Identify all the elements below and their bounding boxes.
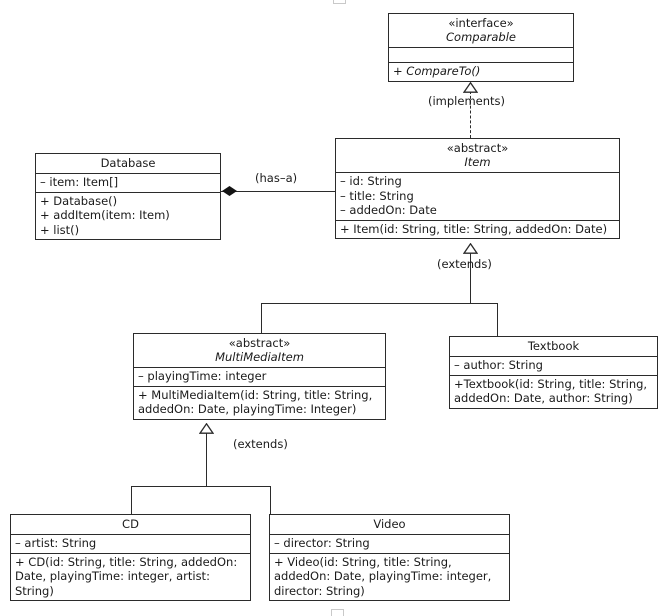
class-box-video[interactable]: Video – director: String + Video(id: Str… [269, 514, 510, 601]
crop-mark-bottom [331, 609, 344, 616]
class-box-multimediaitem[interactable]: «abstract» MultiMediaItem – playingTime:… [133, 333, 386, 420]
class-attribute: – id: String [340, 174, 402, 188]
class-attributes-textbook: – author: String [450, 357, 657, 376]
class-stereotype: «interface» [448, 16, 514, 30]
class-header-textbook: Textbook [450, 337, 657, 357]
class-stereotype: «abstract» [228, 336, 291, 350]
class-name: Video [373, 517, 406, 531]
class-attribute: – playingTime: integer [138, 369, 267, 383]
generalization-stem-item [470, 252, 471, 304]
class-box-database[interactable]: Database – item: Item[] + Database() + a… [35, 153, 221, 240]
class-box-cd[interactable]: CD – artist: String + CD(id: String, tit… [10, 514, 251, 601]
class-operations-multimediaitem: + MultiMediaItem(id: String, title: Stri… [134, 387, 385, 419]
class-operation: + CD(id: String, title: String, addedOn:… [15, 554, 238, 598]
class-name: Database [100, 156, 156, 170]
edge-label-extends-multimediaitem: (extends) [233, 437, 288, 451]
class-header-database: Database [36, 154, 220, 174]
class-header-item: «abstract» Item [336, 139, 619, 173]
class-operation: + list() [40, 222, 80, 237]
generalization-drop-video [270, 486, 271, 514]
class-box-item[interactable]: «abstract» Item – id: String – title: St… [335, 138, 620, 239]
generalization-drop-textbook [497, 303, 498, 336]
class-operation: + Item(id: String, title: String, addedO… [340, 221, 608, 236]
class-operations-item: + Item(id: String, title: String, addedO… [336, 221, 619, 239]
class-attributes-item: – id: String – title: String – addedOn: … [336, 173, 619, 221]
edge-label-implements: (implements) [428, 94, 506, 108]
class-attribute: – director: String [274, 536, 370, 550]
class-name: Comparable [446, 30, 516, 44]
class-operation: +Textbook(id: String, title: String, add… [454, 376, 648, 406]
class-operations-comparable: + CompareTo() [389, 63, 573, 81]
class-attribute: – author: String [454, 358, 543, 372]
edge-label-has-a: (has–a) [255, 171, 298, 185]
generalization-bus-multimediaitem [131, 486, 271, 487]
class-stereotype: «abstract» [446, 141, 509, 155]
class-operation: + MultiMediaItem(id: String, title: Stri… [138, 387, 373, 417]
class-operations-textbook: +Textbook(id: String, title: String, add… [450, 376, 657, 408]
realization-line-item-comparable [470, 91, 471, 138]
class-operations-video: + Video(id: String, title: String, added… [270, 554, 509, 601]
class-operation: + Database() [40, 193, 118, 208]
class-attributes-comparable [389, 48, 573, 63]
crop-mark-top [333, 0, 346, 4]
class-header-comparable: «interface» Comparable [389, 14, 573, 48]
class-box-comparable[interactable]: «interface» Comparable + CompareTo() [388, 13, 574, 82]
composition-line-database-item [221, 191, 335, 192]
class-name: MultiMediaItem [215, 350, 304, 364]
class-attributes-video: – director: String [270, 535, 509, 554]
class-operation: + addItem(item: Item) [40, 208, 170, 222]
class-attribute: – item: Item[] [40, 175, 119, 189]
composition-diamond [222, 186, 237, 196]
class-name: Textbook [527, 339, 580, 353]
class-header-cd: CD [11, 515, 250, 535]
class-operations-database: + Database() + addItem(item: Item) + lis… [36, 193, 220, 240]
class-operations-cd: + CD(id: String, title: String, addedOn:… [11, 554, 250, 601]
edge-label-extends-item: (extends) [437, 257, 492, 271]
class-header-video: Video [270, 515, 509, 535]
class-attribute: – artist: String [15, 536, 97, 550]
class-attributes-cd: – artist: String [11, 535, 250, 554]
class-header-multimediaitem: «abstract» MultiMediaItem [134, 334, 385, 368]
generalization-drop-multimediaitem [261, 303, 262, 333]
class-name: CD [122, 517, 139, 531]
class-attributes-database: – item: Item[] [36, 174, 220, 193]
class-operation: + Video(id: String, title: String, added… [274, 554, 492, 598]
generalization-bus-item [261, 303, 498, 304]
class-attributes-multimediaitem: – playingTime: integer [134, 368, 385, 387]
class-operation: + CompareTo() [393, 64, 481, 78]
class-attribute: – addedOn: Date [340, 203, 437, 217]
generalization-stem-multimediaitem [206, 432, 207, 487]
class-attribute: – title: String [340, 188, 414, 203]
class-box-textbook[interactable]: Textbook – author: String +Textbook(id: … [449, 336, 658, 409]
class-name: Item [464, 155, 491, 169]
generalization-drop-cd [131, 486, 132, 514]
